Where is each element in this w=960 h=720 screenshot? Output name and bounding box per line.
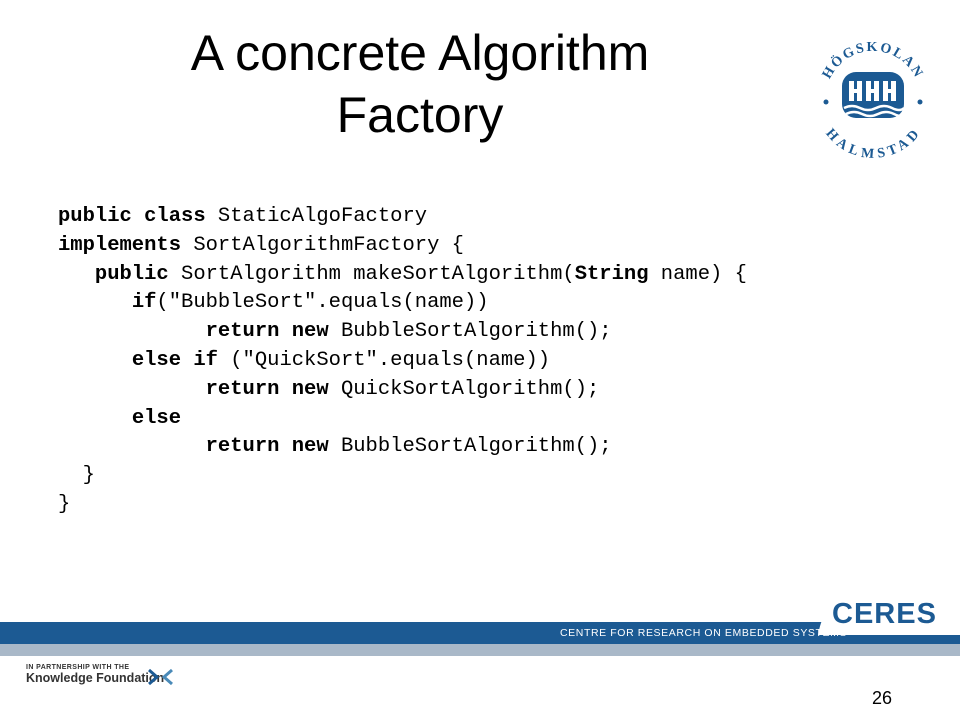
code-text: } [58,492,71,516]
code-text [58,349,132,372]
code-keyword: return new [205,320,329,344]
ceres-logo-shape [818,598,960,635]
code-text: BubbleSortAlgorithm(); [328,320,612,344]
code-text: BubbleSortAlgorithm(); [328,435,612,459]
code-keyword: public class [58,205,206,228]
code-text [58,378,206,401]
code-keyword: if [131,291,157,315]
code-text: SortAlgorithm makeSortAlgorithm( [168,262,575,286]
code-line: public class StaticAlgoFactory [58,203,747,232]
knowledge-foundation-chevron-icon [148,668,173,686]
code-text: StaticAlgoFactory [205,205,428,228]
partner-name: Knowledge Foundation [26,671,165,685]
code-text [58,291,132,314]
code-text [58,320,206,343]
code-line: return new QuickSortAlgorithm(); [58,376,747,405]
code-line: public SortAlgorithm makeSortAlgorithm(S… [58,261,747,290]
ceres-logo-text: CERES [832,598,937,630]
code-keyword: return new [205,435,329,459]
code-text: } [58,464,95,488]
code-line: else if ("QuickSort".equals(name)) [58,347,747,376]
code-keyword: public [94,262,169,286]
code-line: } [58,462,747,491]
code-keyword: else if [131,348,218,372]
code-text: SortAlgorithmFactory { [181,233,464,257]
hogskolan-halmstad-logo: HÖGSKOLAN HALMSTAD [813,38,933,162]
page-number: 26 [872,688,893,708]
code-line: implements SortAlgorithmFactory { [58,232,747,261]
code-line: return new BubbleSortAlgorithm(); [58,433,747,462]
code-line: else [58,405,747,434]
slide-title: A concrete Algorithm Factory [190,25,650,143]
code-text [58,435,206,458]
footer-band-text: CENTRE FOR RESEARCH ON EMBEDDED SYSTEMS [560,627,848,639]
code-text: name) { [648,262,747,286]
code-keyword: String [574,262,649,286]
partner-caption: IN PARTNERSHIP WITH THE [26,664,130,671]
code-text: QuickSortAlgorithm(); [328,377,600,401]
code-line: return new BubbleSortAlgorithm(); [58,318,747,347]
code-line: if("BubbleSort".equals(name)) [58,289,747,318]
footer-band [0,622,960,644]
code-text [58,407,132,430]
code-keyword: return new [205,377,329,401]
code-text [58,263,95,286]
code-line: } [58,491,747,520]
footer-band-sub [0,644,960,656]
code-keyword: implements [58,233,182,257]
code-text: ("QuickSort".equals(name)) [217,348,551,372]
code-keyword: else [131,406,182,430]
code-text: ("BubbleSort".equals(name)) [156,291,489,315]
